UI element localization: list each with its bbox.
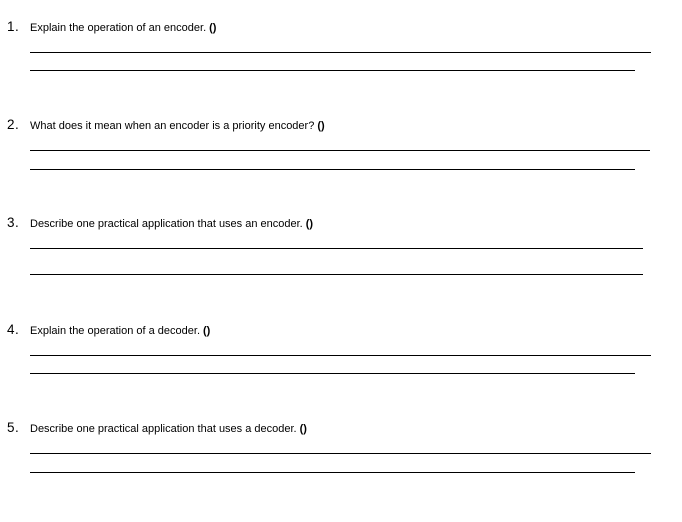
answer-line-1[interactable]	[30, 52, 651, 53]
question-text: Explain the operation of a decoder.()	[30, 324, 210, 338]
question-number: 3.	[7, 215, 20, 230]
question-number: 5.	[7, 420, 20, 435]
points-placeholder: ()	[299, 423, 307, 435]
question-text-body: Explain the operation of a decoder.	[30, 325, 201, 337]
question-text: What does it mean when an encoder is a p…	[30, 119, 325, 133]
answer-line-2[interactable]	[30, 373, 635, 374]
answer-line-1[interactable]	[30, 150, 650, 151]
answer-line-2[interactable]	[30, 274, 643, 275]
question-text-body: Explain the operation of an encoder.	[30, 22, 207, 34]
answer-line-1[interactable]	[30, 355, 651, 356]
question-text-body: Describe one practical application that …	[30, 218, 303, 230]
answer-line-1[interactable]	[30, 453, 651, 454]
points-placeholder: ()	[209, 22, 217, 34]
question-text-body: Describe one practical application that …	[30, 423, 297, 435]
points-placeholder: ()	[305, 218, 314, 230]
question-number: 2.	[7, 117, 20, 132]
question-number: 1.	[7, 19, 20, 34]
answer-line-2[interactable]	[30, 169, 635, 170]
answer-line-2[interactable]	[30, 70, 635, 71]
question-text-body: What does it mean when an encoder is a p…	[30, 120, 315, 132]
points-placeholder: ()	[203, 325, 211, 337]
answer-line-2[interactable]	[30, 472, 635, 473]
answer-line-1[interactable]	[30, 248, 643, 249]
points-placeholder: ()	[317, 120, 325, 132]
question-text: Describe one practical application that …	[30, 217, 313, 231]
question-number: 4.	[7, 322, 20, 337]
question-text: Describe one practical application that …	[30, 422, 307, 436]
question-text: Explain the operation of an encoder.()	[30, 21, 216, 35]
